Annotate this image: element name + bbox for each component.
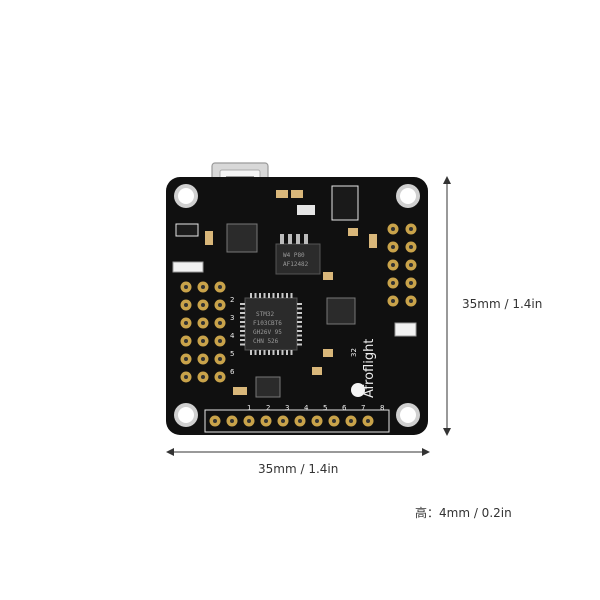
pin-number-label: 3 [285,404,289,412]
pin-number-label: 7 [361,404,365,412]
brand-label: Afroflight [362,339,377,398]
width-dimension-label: 35mm / 1.4in [258,462,339,476]
right-pin-header [387,223,417,307]
left-pin-header [180,281,226,383]
status-led-left [172,261,204,273]
svg-text:GH26V 95: GH26V 95 [253,329,282,336]
status-led-right [394,322,417,337]
bottom-pin-header [209,415,374,427]
side-pin-number-label: 3 [230,314,234,322]
mounting-holes [174,184,420,427]
pin-number-label: 4 [304,404,309,412]
bottom-pin-numbers: 1 2 3 4 5 6 7 8 [247,404,384,412]
bottom-header-outline [204,409,390,433]
height-dimension-label: 35mm / 1.4in [462,297,543,311]
brand-dot [351,383,365,397]
small-silkscreen-box [175,223,199,237]
side-pin-number-label: 5 [230,350,234,358]
svg-text:STM32: STM32 [256,311,274,318]
side-pin-number-label: 4 [230,332,235,340]
passive-components [205,190,377,395]
version-label: 32 [350,348,358,357]
pin-number-label: 6 [342,404,347,412]
gyro-chip [326,297,356,325]
pin-number-label: 5 [323,404,327,412]
svg-text:F103CBT6: F103CBT6 [253,320,282,327]
svg-text:AF12482: AF12482 [283,261,309,268]
side-pin-number-label: 2 [230,296,234,304]
top-ic [331,185,359,221]
side-pin-numbers: 2 3 4 5 6 [230,296,235,376]
secondary-chip: W4 P80 AF12482 [275,234,321,275]
pin-number-label: 2 [266,404,270,412]
pin-number-label: 8 [380,404,384,412]
main-mcu-chip: STM32 F103CBT6 GH26V 95 CHN 526 [240,293,302,355]
thickness-dimension-label: 高：4mm / 0.2in [415,506,512,520]
svg-text:W4 P80: W4 P80 [283,252,305,259]
pin-number-label: 1 [247,404,251,412]
svg-text:CHN 526: CHN 526 [253,338,279,345]
regulator-chip [255,376,281,398]
sensor-chip [226,223,258,253]
side-pin-number-label: 6 [230,368,235,376]
